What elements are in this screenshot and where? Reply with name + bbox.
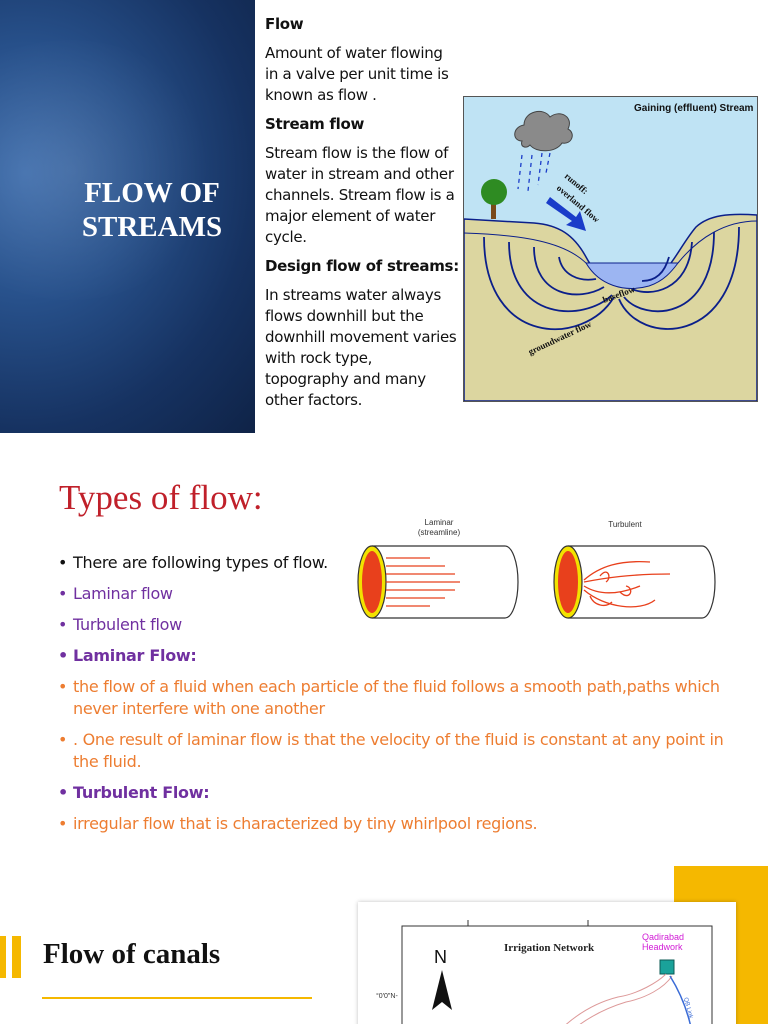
laminar-label: Laminar — [424, 518, 454, 527]
tree-trunk — [491, 197, 496, 219]
slide-flow-of-canals: Flow of canals Irrigation Network N °0'0… — [0, 866, 768, 1024]
slide-title: Types of flow: — [59, 478, 263, 517]
runoff-arrow — [546, 197, 586, 231]
cloud-icon — [514, 110, 573, 152]
turbulent-label: Turbulent — [608, 520, 642, 529]
headwork-label: Qadirabad — [642, 932, 684, 942]
slide-title: Flow of canals — [43, 938, 221, 970]
headwork-label-line2: Headwork — [642, 942, 683, 952]
river-outline — [579, 975, 673, 1024]
list-item: Laminar flow — [58, 583, 738, 605]
title-underline — [42, 997, 312, 999]
list-item: the flow of a fluid when each particle o… — [58, 676, 738, 720]
list-item: irregular flow that is characterized by … — [58, 813, 738, 835]
rain — [517, 152, 551, 192]
coordinate-label: °0'0"N- — [376, 992, 398, 1000]
list-item: Turbulent flow — [58, 614, 738, 636]
slide-types-of-flow: Types of flow: Laminar (streamline) Turb… — [0, 448, 768, 848]
accent-bar — [12, 936, 21, 978]
list-item: Turbulent Flow: — [58, 782, 738, 804]
canal-label: QB Link — [682, 997, 694, 1020]
flow-types-list: There are following types of flow. Lamin… — [58, 552, 738, 844]
diagram-title: Gaining (effluent) Stream — [634, 103, 754, 114]
canal-line — [669, 975, 691, 1024]
section-heading-design-flow: Design flow of streams: — [265, 257, 459, 275]
title-panel: FLOW OF STREAMS — [0, 0, 255, 433]
map-frame — [401, 925, 713, 1024]
north-label: N — [434, 947, 447, 967]
headwork-marker — [659, 959, 675, 975]
section-text-design-flow: In streams water always flows downhill b… — [265, 286, 457, 409]
map-title: Irrigation Network — [504, 942, 595, 954]
irrigation-map: Irrigation Network N °0'0"N- Qadirabad H… — [358, 902, 736, 1024]
text-column: Flow Amount of water flowing in a valve … — [265, 12, 460, 419]
tree-icon — [481, 179, 507, 205]
slide-title: FLOW OF STREAMS — [81, 177, 223, 243]
section-text-flow: Amount of water flowing in a valve per u… — [265, 44, 449, 104]
panel-decoration — [0, 40, 220, 300]
groundwater-arrows — [483, 226, 740, 331]
stream-water — [585, 262, 680, 289]
gaining-stream-diagram: Gaining (effluent) Stream runoff: overla… — [463, 96, 758, 402]
river-outline — [565, 973, 667, 1024]
list-item: Laminar Flow: — [58, 645, 738, 667]
north-arrow-icon — [432, 970, 452, 1010]
slide-flow-of-streams: FLOW OF STREAMS Flow Amount of water flo… — [0, 0, 768, 440]
list-item: There are following types of flow. — [58, 552, 738, 574]
section-heading-stream-flow: Stream flow — [265, 115, 365, 133]
accent-bar — [0, 936, 6, 978]
section-text-stream-flow: Stream flow is the flow of water in stre… — [265, 144, 455, 246]
laminar-sublabel: (streamline) — [417, 528, 461, 537]
section-heading-flow: Flow — [265, 15, 304, 33]
list-item: . One result of laminar flow is that the… — [58, 729, 738, 773]
